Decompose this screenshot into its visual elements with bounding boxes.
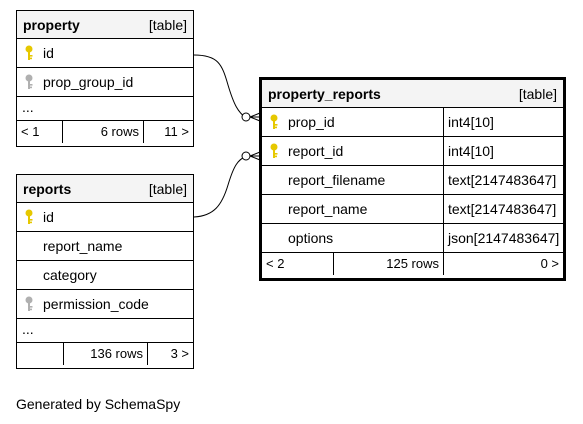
row-count: 6 rows [62, 121, 143, 143]
column-row[interactable]: permission_code [17, 290, 193, 319]
key-icon [25, 296, 33, 311]
key-icon [25, 45, 33, 60]
table-header: reports [table] [17, 175, 193, 203]
edge-property-to-property-reports [193, 54, 247, 119]
children-link[interactable]: 11 > [143, 121, 193, 143]
table-kind: [table] [518, 86, 557, 102]
column-name: report_name [288, 201, 368, 217]
table-property-reports[interactable]: property_reports [table] prop_id int4[10… [259, 77, 566, 281]
ellipsis: ... [22, 99, 34, 115]
edge-many-marker [249, 151, 261, 161]
column-type: int4[10] [443, 137, 563, 165]
column-name: report_name [43, 238, 123, 254]
row-count: 125 rows [333, 253, 443, 275]
table-name[interactable]: property [23, 17, 80, 33]
column-name: permission_code [43, 296, 149, 312]
column-row[interactable]: id [17, 39, 193, 68]
column-type: int4[10] [443, 108, 563, 136]
column-row[interactable]: report_name [17, 232, 193, 261]
column-name: report_filename [288, 172, 386, 188]
key-icon [25, 209, 33, 224]
column-row[interactable]: prop_id int4[10] [262, 108, 563, 137]
column-name: options [288, 230, 334, 246]
more-columns: ... [17, 97, 193, 121]
table-header: property [table] [17, 11, 193, 39]
column-type: json[2147483647] [443, 224, 563, 252]
column-name: id [43, 45, 54, 61]
edge-reports-to-property-reports [193, 155, 247, 218]
column-name: prop_group_id [43, 74, 134, 90]
column-row[interactable]: options json[2147483647] [262, 224, 563, 253]
table-reports[interactable]: reports [table] id report_name category … [16, 174, 194, 369]
row-count: 136 rows [63, 343, 147, 365]
column-row[interactable]: report_filename text[2147483647] [262, 166, 563, 195]
column-name: id [43, 209, 54, 225]
column-row[interactable]: report_id int4[10] [262, 137, 563, 166]
key-icon [25, 74, 33, 89]
ellipsis: ... [22, 321, 34, 337]
more-columns: ... [17, 319, 193, 343]
table-kind: [table] [148, 181, 187, 197]
edge-optional-marker [241, 112, 251, 122]
table-footer: 136 rows 3 > [17, 343, 193, 365]
edge-optional-marker [241, 151, 251, 161]
children-link[interactable]: 3 > [147, 343, 193, 365]
children-link[interactable]: 0 > [443, 253, 563, 275]
column-name: report_id [288, 143, 344, 159]
table-name[interactable]: property_reports [268, 86, 381, 102]
table-footer: < 2 125 rows 0 > [262, 253, 563, 275]
table-footer: < 1 6 rows 11 > [17, 121, 193, 143]
key-icon [270, 143, 278, 158]
table-kind: [table] [148, 17, 187, 33]
column-type: text[2147483647] [443, 195, 563, 223]
column-row[interactable]: id [17, 203, 193, 232]
table-name[interactable]: reports [23, 181, 72, 197]
edge-many-marker [249, 112, 261, 122]
column-row[interactable]: category [17, 261, 193, 290]
column-type: text[2147483647] [443, 166, 563, 194]
column-name: category [43, 267, 97, 283]
column-row[interactable]: prop_group_id [17, 68, 193, 97]
parents-link[interactable] [17, 343, 63, 365]
column-name: prop_id [288, 114, 335, 130]
generated-by-caption: Generated by SchemaSpy [16, 396, 181, 412]
key-icon [270, 114, 278, 129]
table-header: property_reports [table] [262, 80, 563, 108]
parents-link[interactable]: < 1 [21, 124, 40, 139]
table-property[interactable]: property [table] id prop_group_id ... < … [16, 10, 194, 147]
column-row[interactable]: report_name text[2147483647] [262, 195, 563, 224]
parents-link[interactable]: < 2 [266, 256, 285, 271]
